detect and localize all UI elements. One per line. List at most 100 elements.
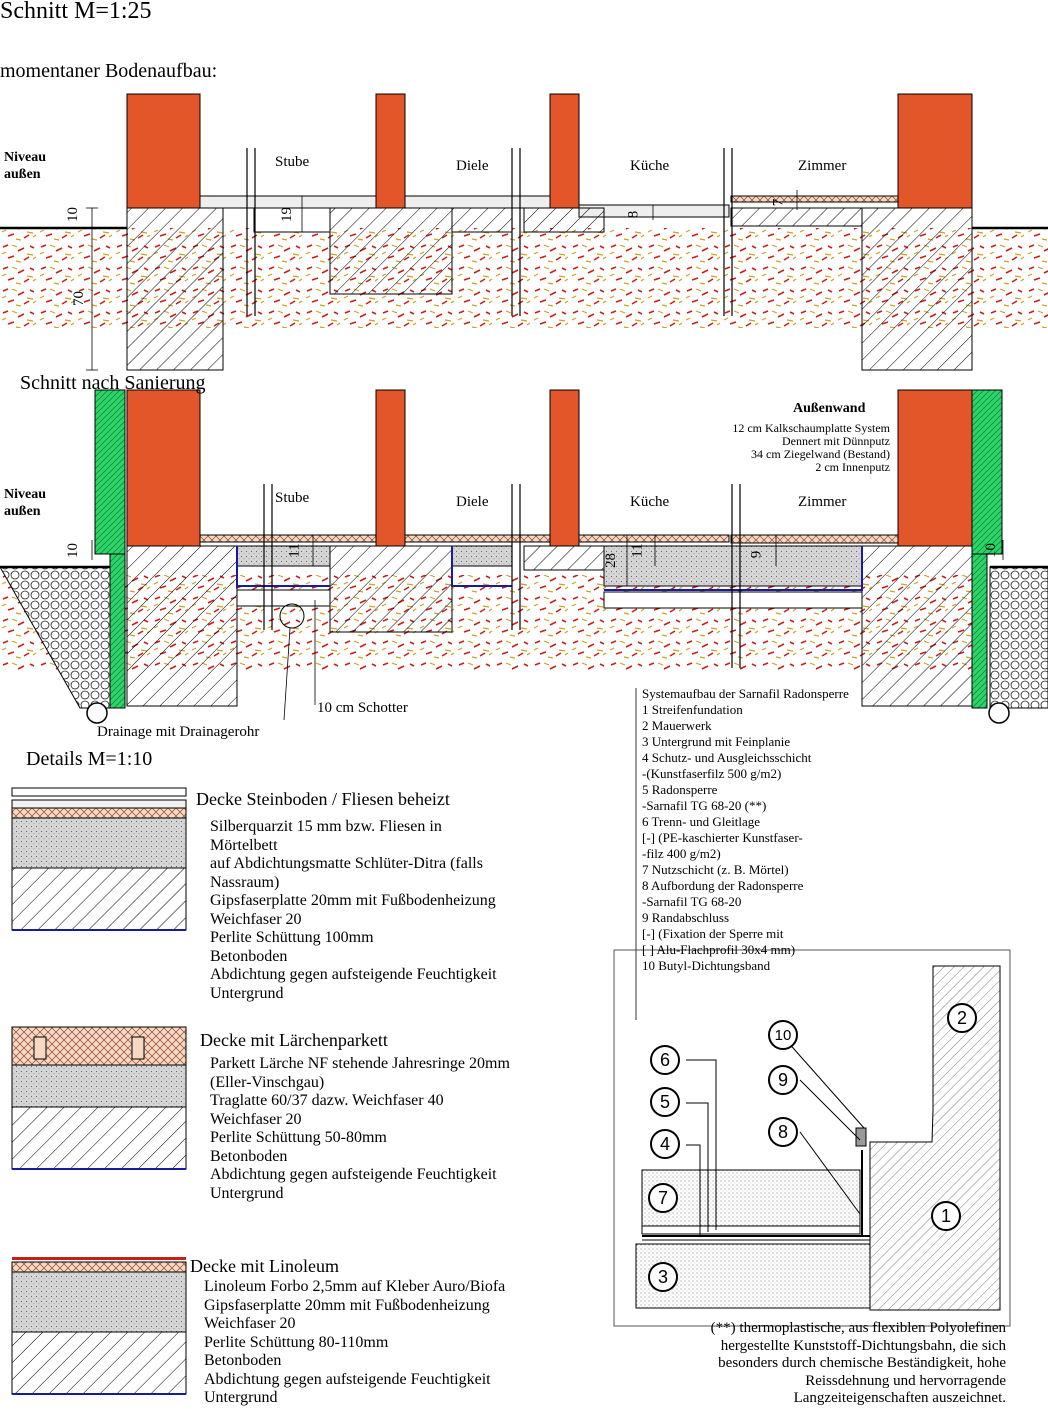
- room-label-stube: Stube: [275, 154, 310, 170]
- detail-sections: [11, 787, 187, 1395]
- marker-1: 1: [931, 1201, 961, 1231]
- detail-line: Untergrund: [210, 984, 284, 1002]
- marker-3: 3: [648, 1262, 678, 1292]
- dim-label: 10: [983, 543, 999, 558]
- section-before-drawing: [0, 93, 1048, 371]
- detail-3-lines: Linoleum Forbo 2,5mm auf Kleber Auro/Bio…: [204, 1278, 505, 1408]
- dim-label: 19: [279, 207, 295, 222]
- radon-legend-line: 5 Radonsperre: [642, 782, 718, 797]
- room-label-diele: Diele: [456, 158, 489, 174]
- radon-legend-line: -filz 400 g/m2): [642, 846, 721, 861]
- footnote-line: Reissdehnung und hervorragende: [805, 1372, 1006, 1389]
- radon-legend-line: [-] (PE-kaschierter Kunstfaser-: [642, 830, 803, 845]
- insulation-right: [971, 389, 1003, 555]
- footnote-line: besonders durch chemische Beständigkeit,…: [718, 1355, 1006, 1371]
- wall-outer-right: [897, 93, 973, 209]
- detail-line: Linoleum Forbo 2,5mm auf Kleber Auro/Bio…: [204, 1278, 506, 1295]
- dim-label: 10: [65, 207, 81, 222]
- niveau-label-line1: Niveau: [4, 150, 46, 165]
- radon-legend-line: 6 Trenn- und Gleitlage: [642, 814, 761, 829]
- wall-inner-1: [375, 93, 406, 209]
- foundation-mid: [329, 207, 453, 295]
- detail-line: Silberquarzit 15 mm bzw. Fliesen in: [210, 818, 442, 835]
- detail-3-title: Decke mit Linoleum: [190, 1256, 339, 1276]
- radon-barrier-line: [236, 546, 863, 591]
- wall-outer-left: [126, 93, 201, 209]
- radon-legend-line: [-] (Fixation der Sperre mit: [642, 926, 784, 941]
- room-label-kueche: Küche: [630, 158, 670, 174]
- dim-label: 28: [603, 553, 619, 568]
- niveau-label-line2: außen: [4, 167, 41, 182]
- marker-6: 6: [650, 1045, 680, 1075]
- radon-legend-line: [ ] Alu-Flachprofil 30x4 mm): [642, 942, 796, 957]
- detail-1-lines: Silberquarzit 15 mm bzw. Fliesen in Mört…: [210, 818, 497, 1003]
- radon-legend-line: 10 Butyl-Dichtungsband: [642, 958, 771, 973]
- detail-line: Abdichtung gegen aufsteigende Feuchtigke…: [210, 1166, 497, 1183]
- detail-line: Weichfaser 20: [204, 1315, 296, 1332]
- room-label-kueche-after: Küche: [630, 494, 670, 510]
- detail-circle: [279, 603, 305, 629]
- drainage-label: Drainage mit Drainagerohr: [97, 724, 260, 740]
- drainage-pipe-left: [86, 702, 108, 724]
- radon-legend-line: -(Kunstfaserfilz 500 g/m2): [642, 766, 782, 781]
- wall-title: Außenwand: [793, 401, 866, 416]
- detail-2-lines: Parkett Lärche NF stehende Jahresringe 2…: [210, 1055, 510, 1203]
- detail-line: Weichfaser 20: [210, 910, 302, 928]
- room-label-zimmer-after: Zimmer: [798, 494, 847, 510]
- detail-line: Abdichtung gegen aufsteigende Feuchtigke…: [210, 966, 497, 983]
- detail-line: Untergrund: [204, 1389, 278, 1406]
- dim-label: 7: [770, 198, 787, 207]
- details-heading: Details M=1:10: [26, 748, 153, 770]
- wall-spec: 12 cm Kalkschaumplatte System Dennert mi…: [690, 422, 890, 474]
- marker-4: 4: [650, 1129, 680, 1159]
- wall-spec-line: Dennert mit Dünnputz: [782, 434, 890, 448]
- radon-legend-line: 2 Mauerwerk: [642, 718, 712, 733]
- dim-label: 11: [286, 543, 303, 558]
- detail-line: Gipsfaserplatte 20mm mit Fußbodenheizung: [204, 1296, 490, 1314]
- gravel-right: [989, 566, 1048, 709]
- page-title: Schnitt M=1:25: [0, 0, 152, 24]
- detail-line: Weichfaser 20: [210, 1110, 302, 1128]
- detail-line: auf Abdichtungsmatte Schlüter-Ditra (fal…: [210, 855, 483, 872]
- radon-footnote: (**) thermoplastische, aus flexiblen Pol…: [600, 1320, 1006, 1408]
- footnote-line: (**) thermoplastische, aus flexiblen Pol…: [710, 1320, 1006, 1336]
- footnote-line: Langzeiteigenschaften auszeichnet.: [793, 1390, 1006, 1406]
- room-label-diele-after: Diele: [456, 494, 489, 510]
- room-label-stube-after: Stube: [275, 490, 310, 506]
- floor-diele: [404, 195, 551, 209]
- detail-line: Perlite Schüttung 100mm: [210, 929, 374, 946]
- floor-zimmer-parkett: [730, 195, 899, 203]
- detail-line: Perlite Schüttung 80-110mm: [204, 1333, 389, 1351]
- detail-line: Betonboden: [210, 947, 288, 965]
- radon-legend-line: 1 Streifenfundation: [642, 702, 743, 717]
- section-after-drawing: [0, 389, 1048, 724]
- radon-legend-line: 8 Aufbordung der Radonsperre: [642, 878, 804, 893]
- detail-line: Parkett Lärche NF stehende Jahresringe 2…: [210, 1055, 510, 1072]
- niveau-label-after-line1: Niveau: [4, 487, 46, 502]
- radon-legend: Systemaufbau der Sarnafil Radonsperre 1 …: [642, 686, 849, 974]
- detail-line: Betonboden: [204, 1352, 282, 1369]
- radon-legend-line: -Sarnafil TG 68-20 (**): [642, 798, 767, 813]
- gravel-label: 10 cm Schotter: [317, 700, 408, 716]
- section-after-heading: Schnitt nach Sanierung: [20, 372, 206, 394]
- marker-9: 9: [768, 1065, 798, 1095]
- foundation-left: [126, 207, 224, 371]
- insulation-left: [94, 389, 126, 555]
- wall-inner-2: [549, 93, 580, 209]
- radon-legend-line: 4 Schutz- und Ausgleichsschicht: [642, 750, 812, 765]
- dim-label: 70: [71, 291, 87, 306]
- marker-7: 7: [648, 1183, 678, 1213]
- radon-legend-line: 7 Nutzschicht (z. B. Mörtel): [642, 862, 789, 877]
- radon-legend-line: 3 Untergrund mit Feinplanie: [642, 734, 791, 749]
- radon-legend-line: Systemaufbau der Sarnafil Radonsperre: [642, 686, 849, 701]
- dim-label: 10: [65, 543, 81, 558]
- detail-line: Mörtelbett: [210, 836, 278, 854]
- detail-2-title: Decke mit Lärchenparkett: [200, 1030, 388, 1050]
- dim-label: 9: [748, 550, 765, 559]
- marker-10: 10: [768, 1020, 798, 1050]
- detail-line: Betonboden: [210, 1147, 288, 1165]
- drainage-pipe-right: [988, 702, 1010, 724]
- radon-legend-line: -Sarnafil TG 68-20: [642, 894, 742, 909]
- dim-label: 11: [629, 543, 646, 558]
